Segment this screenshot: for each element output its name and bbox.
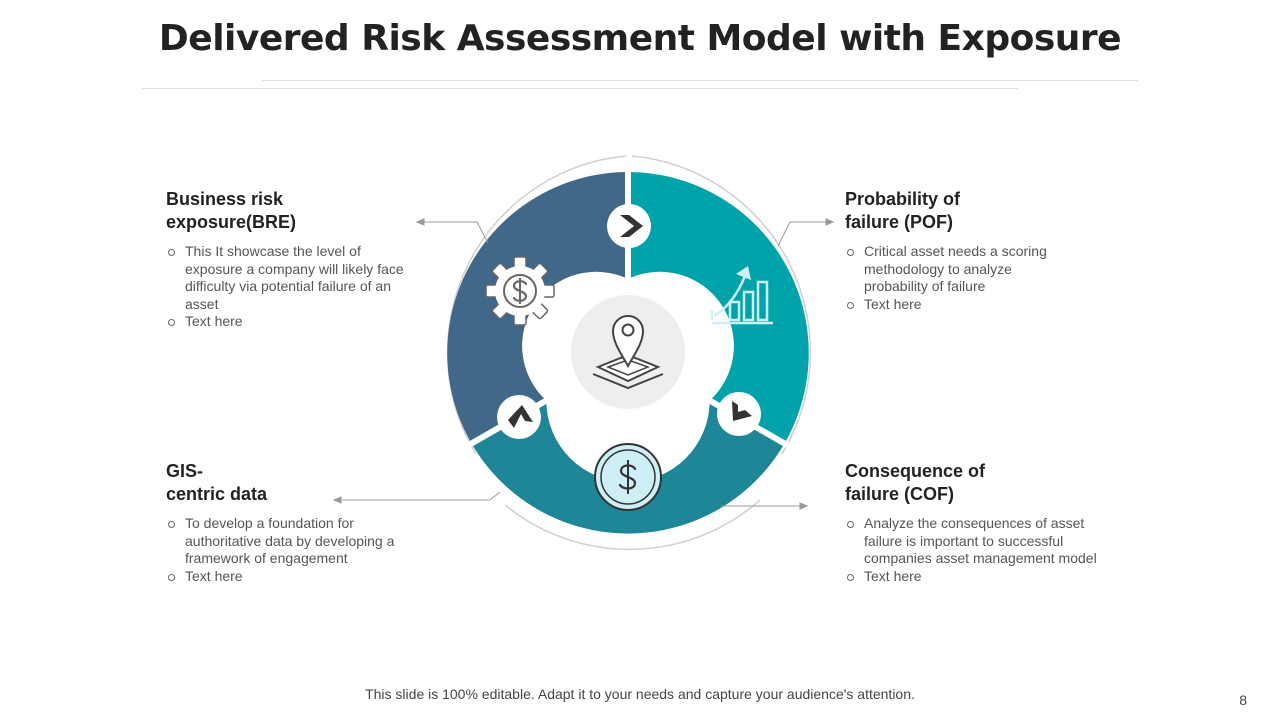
chevron-up-left-icon: [497, 395, 541, 439]
connector-cof: [722, 502, 809, 510]
gear-dollar-icon: [485, 256, 555, 326]
growth-chart-icon: [711, 266, 773, 325]
connector-pof: [777, 218, 835, 247]
block-cof-title: Consequence of failure (COF): [845, 460, 1105, 506]
outer-ring-arc-right: [631, 155, 812, 455]
block-gis: GIS- centric data To develop a foundatio…: [166, 460, 426, 585]
block-gis-title-line-1: GIS-: [166, 461, 204, 481]
chevron-right-icon: [607, 204, 651, 248]
block-gis-title: GIS- centric data: [166, 460, 426, 506]
block-cof-title-line-2: failure (COF): [845, 484, 955, 504]
slide-title: Delivered Risk Assessment Model with Exp…: [158, 18, 1122, 59]
bullet-item: Text here: [845, 296, 1105, 314]
block-cof-bullets: Analyze the consequences of asset failur…: [845, 515, 1105, 585]
block-gis-bullets: To develop a foundation for authoritativ…: [166, 515, 426, 585]
block-bre-title: Business risk exposure(BRE): [166, 188, 426, 234]
title-rule-lower: [142, 88, 1018, 89]
dollar-coin-icon: [594, 443, 662, 511]
block-pof-title-line-1: Probability of: [845, 189, 961, 209]
block-bre-title-line-1: Business risk: [166, 189, 284, 209]
block-pof: Probability of failure (POF) Critical as…: [845, 188, 1105, 313]
footer-note: This slide is 100% editable. Adapt it to…: [365, 686, 915, 702]
bullet-item: Text here: [166, 568, 426, 586]
page-number: 8: [1239, 692, 1247, 708]
segment-bre: [447, 172, 628, 444]
block-cof: Consequence of failure (COF) Analyze the…: [845, 460, 1105, 585]
segment-gis: [471, 400, 785, 534]
connector-gis: [332, 491, 501, 504]
block-pof-bullets: Critical asset needs a scoring methodolo…: [845, 243, 1105, 313]
block-pof-title: Probability of failure (POF): [845, 188, 1105, 234]
title-rule-upper: [262, 80, 1138, 81]
block-bre: Business risk exposure(BRE) This It show…: [166, 188, 426, 331]
block-bre-bullets: This It showcase the level of exposure a…: [166, 243, 426, 331]
bullet-item: Text here: [166, 313, 426, 331]
location-pin-map-icon: [592, 315, 664, 390]
chevron-down-left-icon: [717, 392, 761, 436]
block-bre-title-line-2: exposure(BRE): [166, 212, 297, 232]
block-gis-title-line-2: centric data: [166, 484, 268, 504]
bullet-item: Text here: [845, 568, 1105, 586]
bullet-item: Critical asset needs a scoring methodolo…: [845, 243, 1074, 296]
bullet-item: This It showcase the level of exposure a…: [166, 243, 407, 313]
segment-pof: [628, 172, 809, 444]
bullet-item: Analyze the consequences of asset failur…: [845, 515, 1114, 568]
block-cof-title-line-1: Consequence of: [845, 461, 986, 481]
connector-bre: [415, 218, 489, 244]
outer-ring-arc-bottom: [504, 499, 761, 551]
block-pof-title-line-2: failure (POF): [845, 212, 954, 232]
bullet-item: To develop a foundation for authoritativ…: [166, 515, 420, 568]
